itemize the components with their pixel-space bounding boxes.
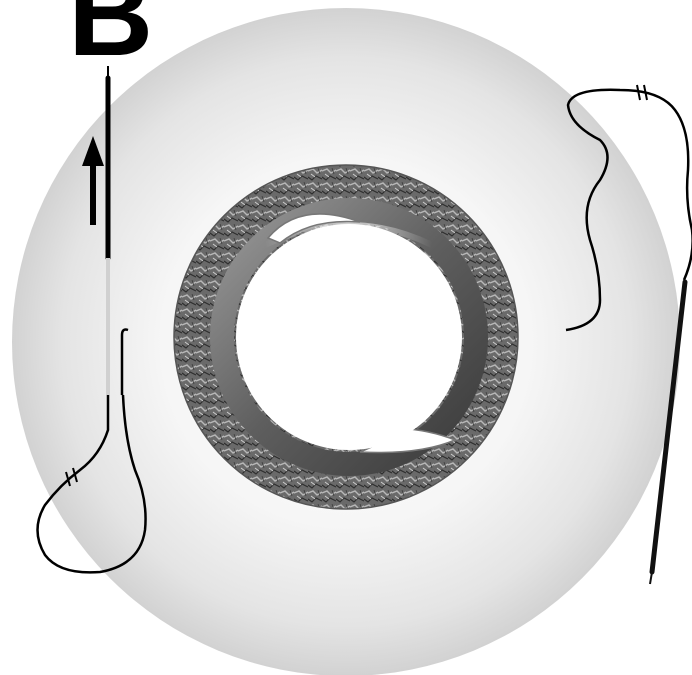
pupil (236, 224, 462, 450)
